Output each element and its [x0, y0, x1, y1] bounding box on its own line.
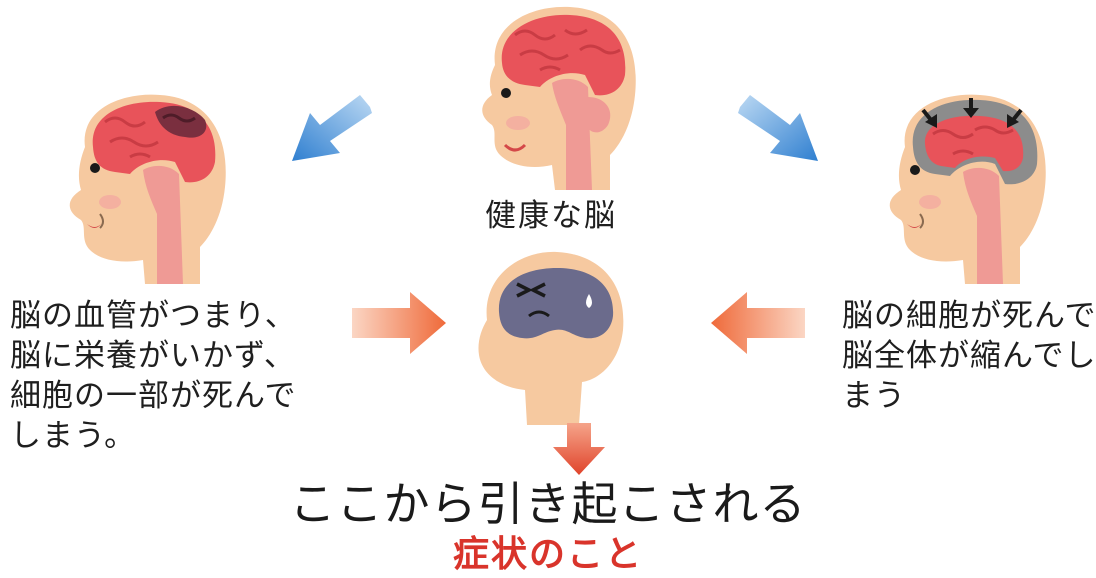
orange-arrow-left — [711, 292, 805, 354]
healthy-brain-caption: 健康な脳 — [485, 198, 617, 234]
shrunken-brain-head-illustration — [889, 94, 1046, 284]
stroke-description: 脳の血管がつまり、 脳に栄養がいかず、 細胞の一部が死んで しまう。 — [10, 296, 297, 456]
atrophy-description-line-3: まう — [842, 378, 906, 414]
conclusion-text: ここから引き起こされる — [289, 477, 807, 531]
red-down-arrow — [553, 423, 605, 475]
symptom-heading: 症状のこと — [452, 534, 643, 575]
blue-arrow-left — [292, 95, 372, 161]
stroke-description-line-3: 細胞の一部が死んで — [10, 378, 297, 414]
damaged-brain-head-illustration — [69, 94, 226, 284]
atrophy-description-line-1: 脳の細胞が死んで — [842, 298, 1096, 334]
atrophy-description-line-2: 脳全体が縮んでし — [842, 338, 1096, 374]
dementia-head-illustration — [478, 251, 624, 425]
orange-arrow-right — [352, 292, 446, 354]
blue-arrow-right — [738, 95, 818, 161]
healthy-head-illustration — [482, 6, 636, 190]
atrophy-description: 脳の細胞が死んで 脳全体が縮んでし まう — [842, 296, 1096, 416]
stroke-description-line-2: 脳に栄養がいかず、 — [10, 338, 296, 374]
stroke-description-line-4: しまう。 — [10, 418, 137, 454]
stroke-description-line-1: 脳の血管がつまり、 — [10, 298, 297, 334]
